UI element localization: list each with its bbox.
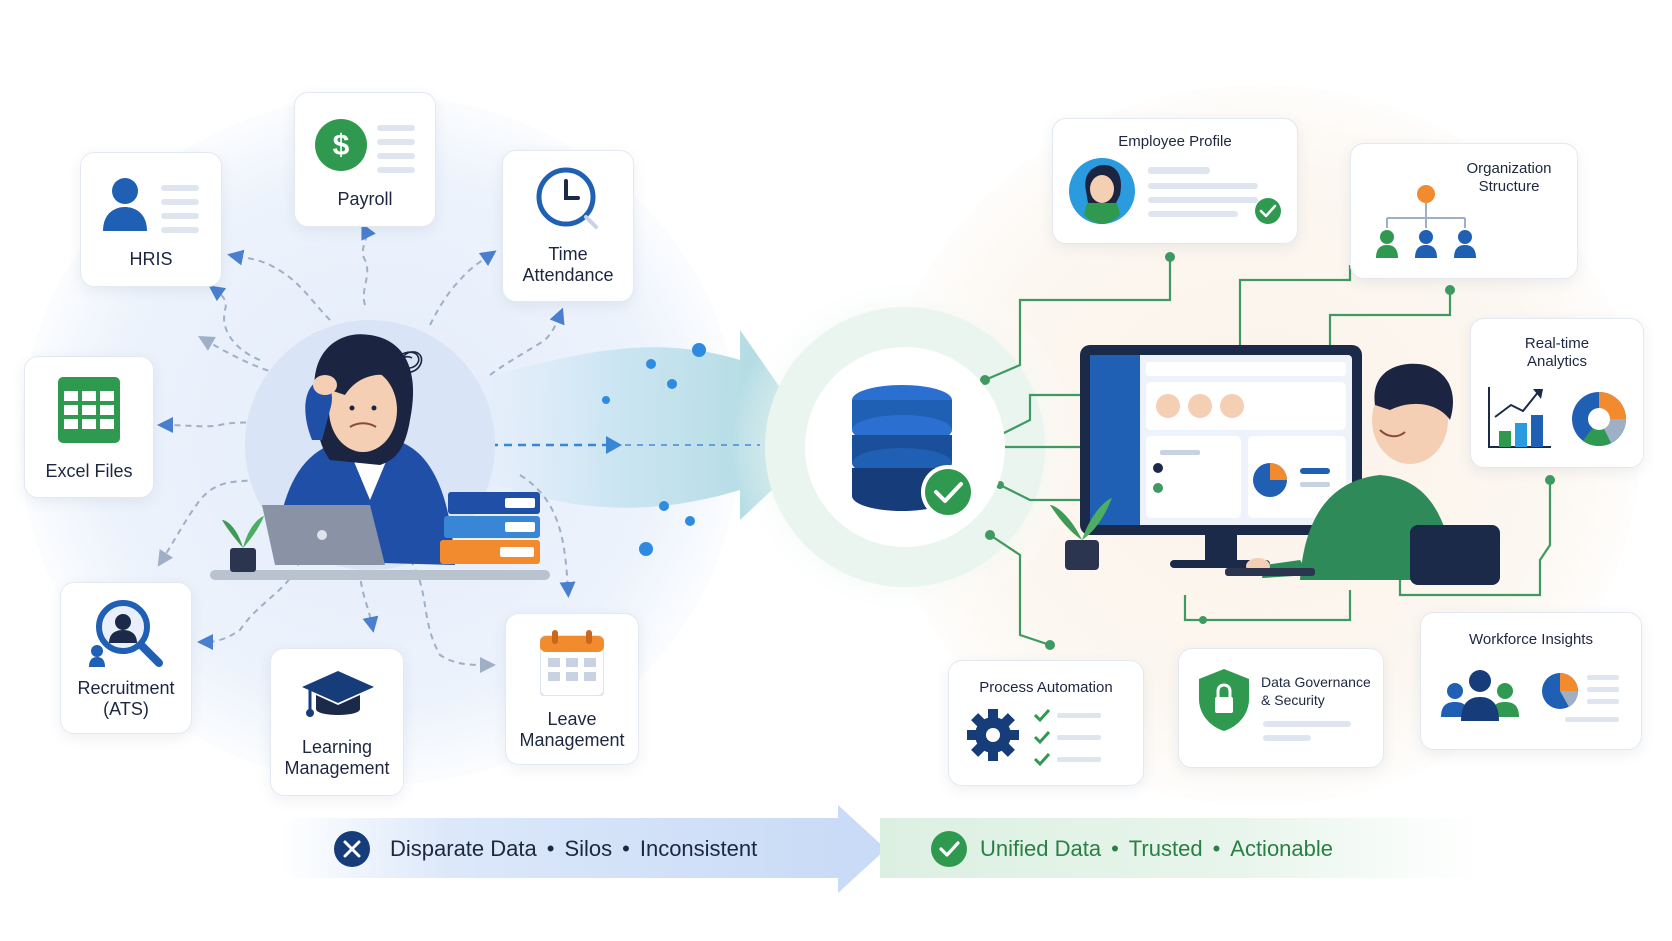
banner-left-item-2: Silos bbox=[564, 836, 613, 861]
card-learning-label-2: Management bbox=[284, 758, 390, 778]
card-leave[interactable]: Leave Management bbox=[505, 613, 639, 765]
banner-right-item-3: Actionable bbox=[1230, 836, 1334, 861]
spreadsheet-icon bbox=[58, 377, 120, 443]
clock-icon bbox=[536, 167, 598, 229]
card-recruitment[interactable]: Recruitment (ATS) bbox=[60, 582, 192, 734]
card-hris-label: HRIS bbox=[129, 249, 173, 269]
card-governance-line-1 bbox=[1263, 721, 1351, 727]
banner-left-item-1: Disparate Data bbox=[390, 836, 537, 861]
banner-arrow bbox=[838, 805, 886, 893]
graduation-cap-icon bbox=[302, 671, 374, 717]
profile-avatar-icon bbox=[1069, 158, 1281, 224]
card-governance-label-1: Data Governance bbox=[1261, 674, 1371, 690]
card-leave-label-2: Management bbox=[519, 730, 625, 750]
close-icon bbox=[334, 831, 370, 867]
card-org-label-1: Organization bbox=[1466, 160, 1552, 177]
banner-right-band bbox=[880, 818, 1480, 878]
card-workforce-label: Workforce Insights bbox=[1469, 631, 1593, 648]
card-leave-label-1: Leave bbox=[547, 709, 597, 729]
banner-right-text: Unified Data • Trusted • Actionable bbox=[980, 836, 1333, 862]
card-recruitment-label-2: (ATS) bbox=[103, 699, 149, 719]
card-process-label: Process Automation bbox=[979, 679, 1113, 696]
card-learning-label-1: Learning bbox=[301, 737, 373, 757]
banner-left-item-3: Inconsistent bbox=[639, 836, 758, 861]
card-recruitment-label-1: Recruitment bbox=[77, 678, 175, 698]
card-time-label-2: Attendance bbox=[522, 265, 614, 285]
card-organization-structure[interactable]: Organization Structure bbox=[1350, 143, 1578, 279]
check-icon bbox=[931, 831, 967, 867]
card-excel-files[interactable]: Excel Files bbox=[24, 356, 154, 498]
card-data-governance[interactable]: Data Governance & Security bbox=[1178, 648, 1384, 768]
calendar-icon bbox=[540, 630, 604, 696]
card-org-label-2: Structure bbox=[1478, 178, 1540, 195]
banner-right-item-1: Unified Data bbox=[980, 836, 1102, 861]
card-time-attendance[interactable]: Time Attendance bbox=[502, 150, 634, 302]
card-process-automation[interactable]: Process Automation bbox=[948, 660, 1144, 786]
banner-left-sep-2: • bbox=[622, 836, 630, 861]
card-hris[interactable]: HRIS bbox=[80, 152, 222, 287]
card-payroll-label: Payroll bbox=[337, 189, 393, 209]
card-analytics-label-1: Real-time bbox=[1524, 335, 1590, 352]
card-realtime-analytics[interactable]: Real-time Analytics bbox=[1470, 318, 1644, 468]
card-governance-label-2: & Security bbox=[1261, 692, 1325, 708]
card-workforce-insights[interactable]: Workforce Insights bbox=[1420, 612, 1642, 750]
banner-left-text: Disparate Data • Silos • Inconsistent bbox=[390, 836, 757, 862]
banner-right-item-2: Trusted bbox=[1128, 836, 1203, 861]
card-payroll[interactable]: $ Payroll bbox=[294, 92, 436, 227]
shield-lock-icon bbox=[1199, 669, 1249, 731]
card-analytics-label-2: Analytics bbox=[1526, 353, 1588, 370]
card-time-label-1: Time bbox=[548, 244, 588, 264]
card-employee-profile-label: Employee Profile bbox=[1118, 133, 1232, 150]
banner-right-sep-2: • bbox=[1212, 836, 1221, 861]
dollar-icon: $ bbox=[315, 119, 415, 173]
card-governance-line-2 bbox=[1263, 735, 1311, 741]
card-employee-profile[interactable]: Employee Profile bbox=[1052, 118, 1298, 244]
team-icon bbox=[1441, 670, 1619, 722]
gear-icon bbox=[967, 708, 1101, 767]
analytics-chart-icon bbox=[1488, 387, 1626, 448]
banner-right-sep-1: • bbox=[1111, 836, 1119, 861]
user-icon bbox=[103, 178, 199, 233]
frustrated-employee-illustration bbox=[210, 320, 550, 580]
card-learning[interactable]: Learning Management bbox=[270, 648, 404, 796]
card-excel-label: Excel Files bbox=[45, 461, 133, 481]
banner-left-sep-1: • bbox=[546, 836, 555, 861]
svg-text:$: $ bbox=[333, 129, 350, 162]
org-chart-icon bbox=[1376, 185, 1476, 258]
magnifier-user-icon bbox=[89, 600, 163, 667]
database-hub bbox=[805, 347, 1005, 547]
employee-with-dashboard-illustration bbox=[1050, 345, 1500, 585]
banner-left-band bbox=[280, 818, 840, 878]
